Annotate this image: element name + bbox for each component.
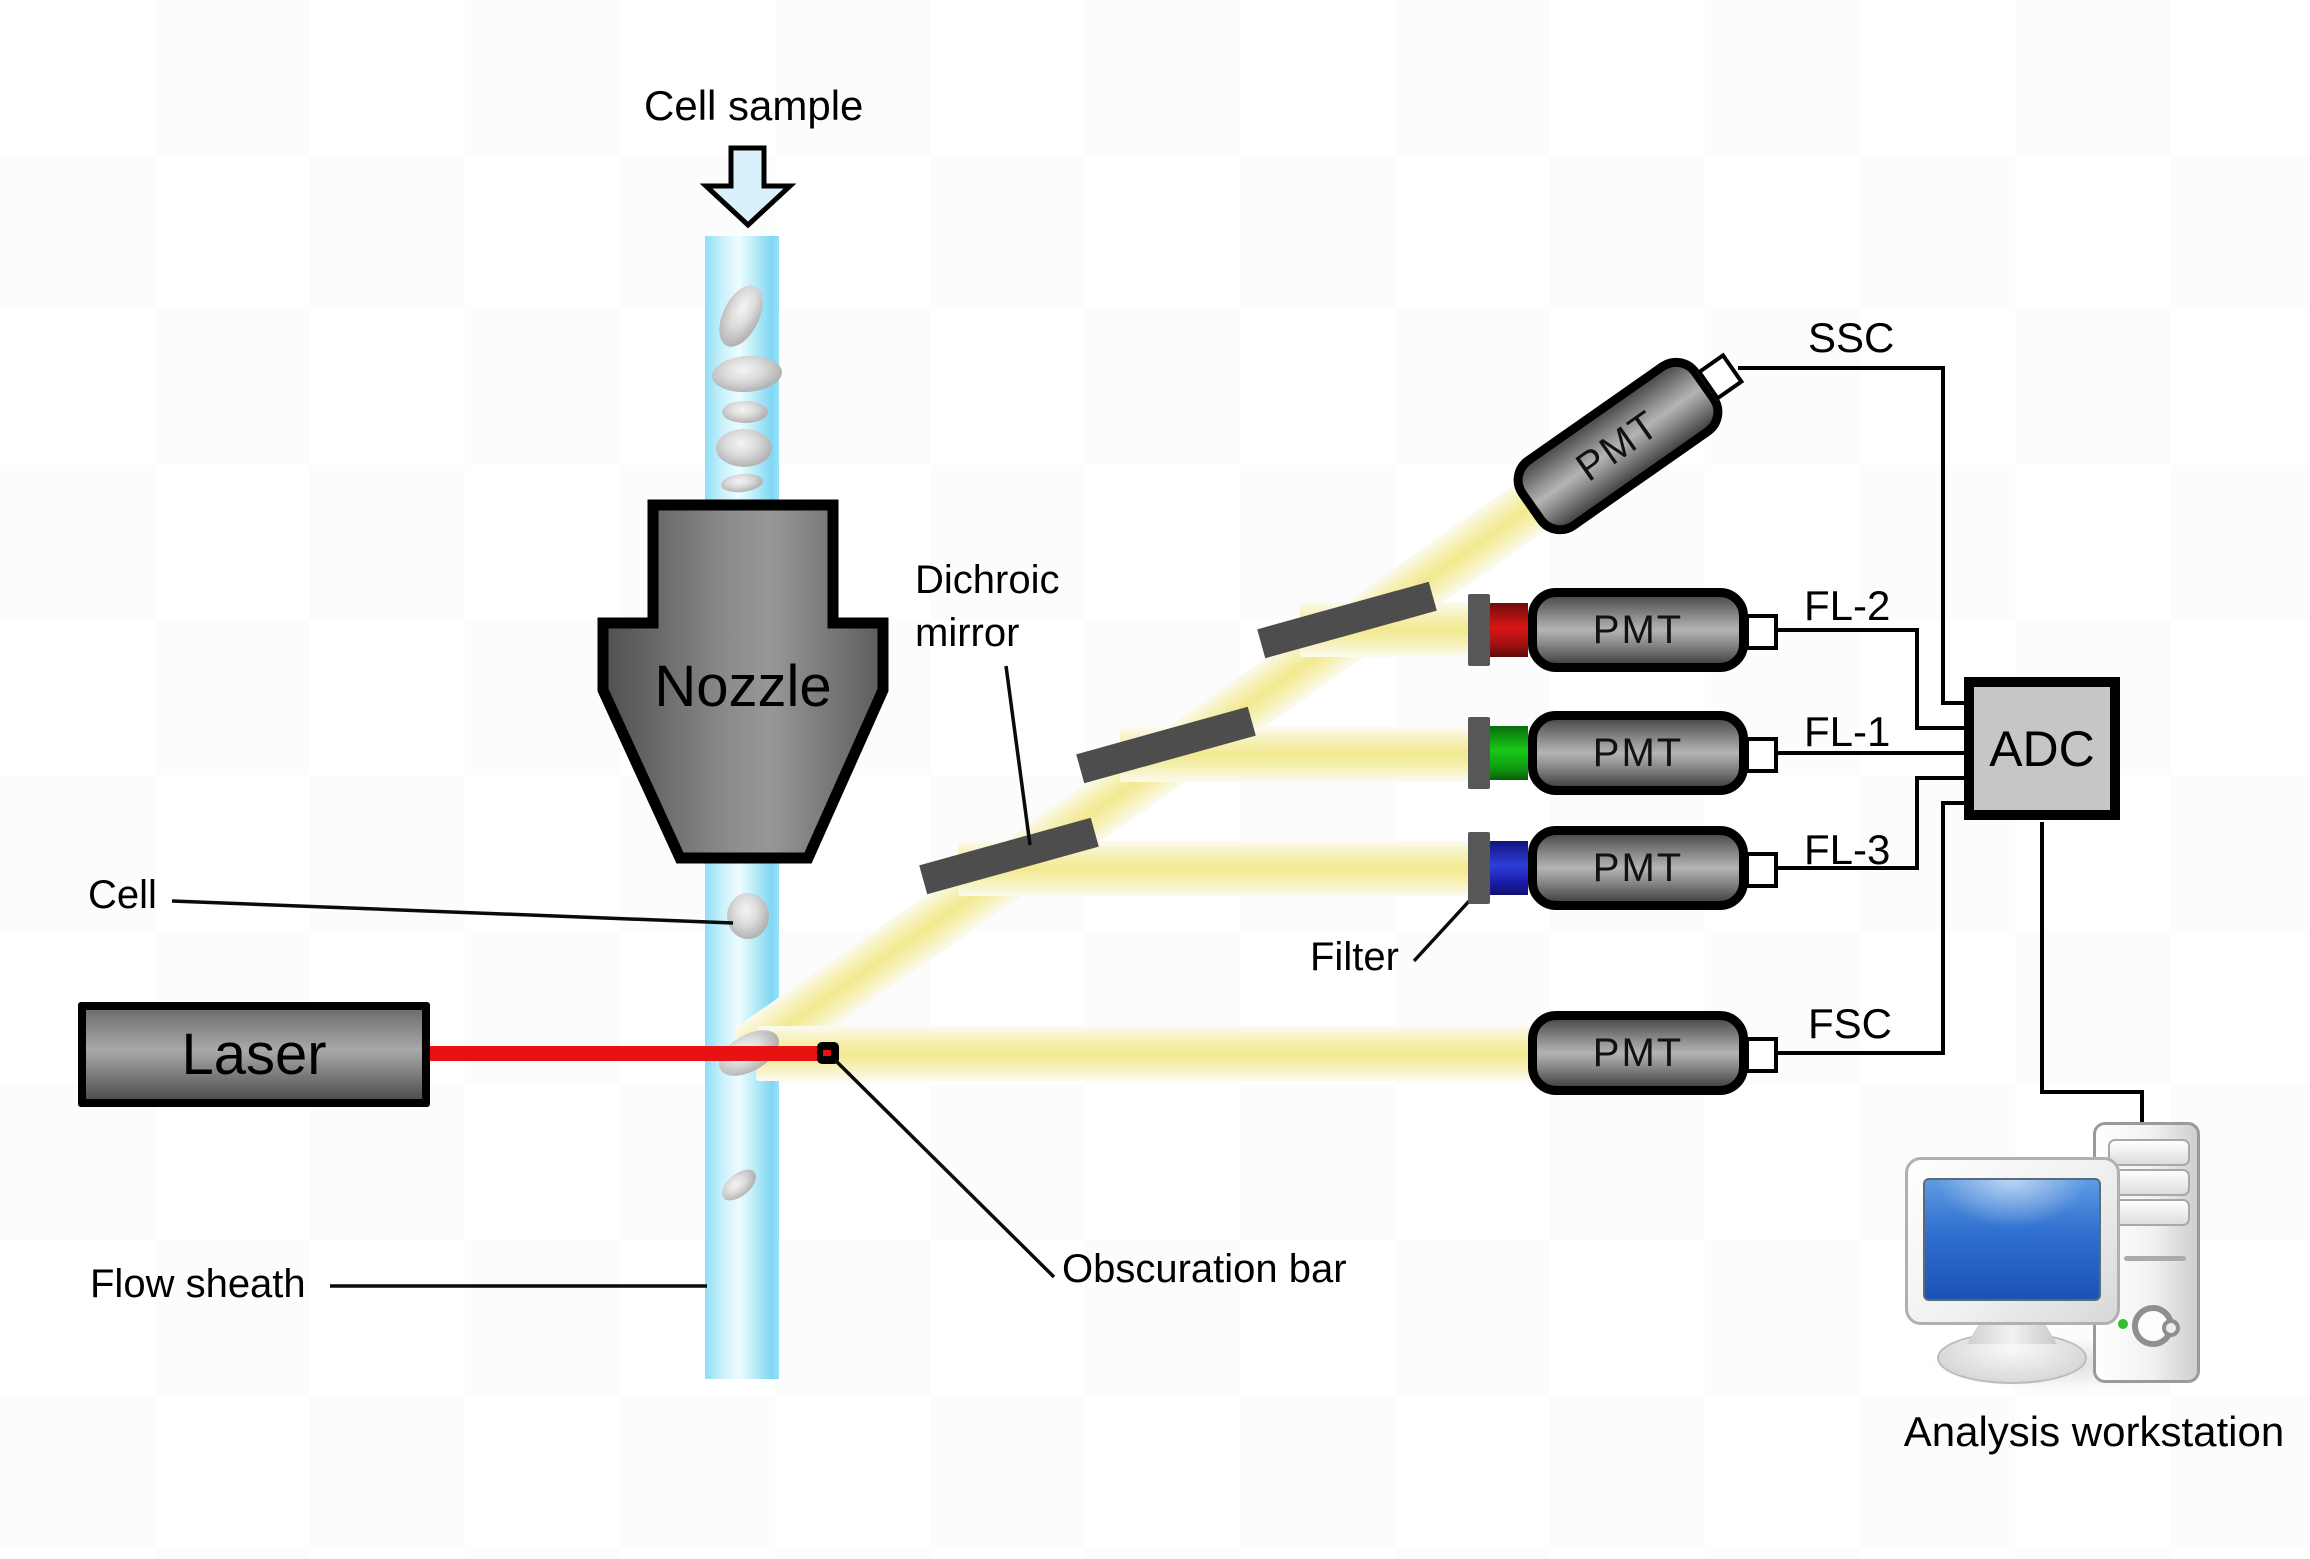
laser-box: Laser [78,1002,430,1107]
filter-leader-line [1412,897,1473,963]
dichroic-mirror-label: Dichroic mirror [915,558,1060,655]
power-button [2132,1305,2174,1347]
pmt-fl2-connector [1745,614,1778,650]
pmt-label: PMT [1592,1030,1684,1075]
nozzle-label: Nozzle [654,654,832,719]
filter-plate-fl3 [1468,832,1490,904]
laser-label: Laser [181,1022,327,1087]
obscuration-leader-line [833,1058,1056,1279]
filter-label: Filter [1310,935,1399,979]
cell-sample-label: Cell sample [644,82,864,129]
filter-plate-fl1 [1468,717,1490,789]
pmt-label: PMT [1592,730,1684,775]
cell-in-stream [722,401,768,423]
fsc-label: FSC [1808,1000,1892,1047]
cell-label: Cell [88,873,157,917]
cell-leader-line [171,899,734,925]
pmt-fl1-connector [1745,737,1778,773]
blue-filter [1490,841,1528,895]
reset-button [2162,1319,2180,1337]
adc-label: ADC [1989,720,2095,777]
ssc-label: SSC [1808,314,1895,361]
pmt-fl3: PMT [1528,826,1748,910]
pmt-ssc: PMT [1502,346,1745,546]
red-filter [1490,603,1528,657]
pmt-fsc: PMT [1528,1011,1748,1095]
obscuration-bar [817,1042,839,1064]
analysis-workstation-label: Analysis workstation [1903,1408,2285,1455]
fl3-label: FL-3 [1804,826,1891,873]
filter-plate-fl2 [1468,594,1490,666]
dichroic-leader-line [1004,665,1032,846]
monitor [1905,1157,2120,1325]
drive-bay [2108,1199,2190,1226]
adc-box: ADC [1964,677,2120,820]
disk-slot [2124,1256,2186,1261]
pmt-fl2: PMT [1528,588,1748,672]
monitor-screen [1923,1178,2101,1301]
power-led [2118,1319,2128,1329]
nozzle-shape [597,499,889,864]
fl2-label: FL-2 [1804,582,1891,629]
flow-sheath-label: Flow sheath [90,1262,306,1306]
adc-to-workstation-wire [2040,822,2144,1128]
green-filter [1490,726,1528,780]
pmt-fl3-connector [1745,852,1778,888]
pmt-label: PMT [1568,401,1668,490]
obscuration-bar-label: Obscuration bar [1062,1247,1347,1291]
pmt-label: PMT [1592,845,1684,890]
pmt-fsc-connector [1745,1037,1778,1073]
fl1-label: FL-1 [1804,708,1891,755]
pmt-ssc-body: PMT [1502,346,1734,546]
laser-beam [426,1046,826,1061]
down-arrow-icon [699,145,797,229]
drive-bay [2108,1169,2190,1196]
cell-in-stream [716,429,772,467]
ssc-wire [1738,366,1968,705]
pmt-label: PMT [1592,607,1684,652]
drive-bay [2108,1139,2190,1166]
forward-scatter-beam [756,1026,1550,1081]
pmt-fl1: PMT [1528,711,1748,795]
cell-labeled [727,893,769,939]
